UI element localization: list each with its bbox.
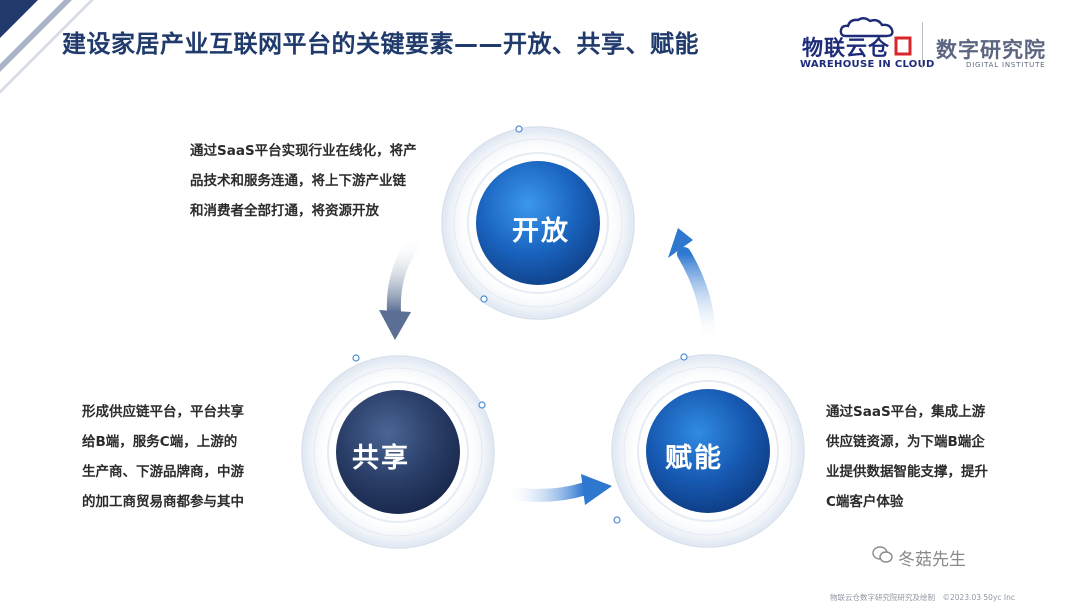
institute-logo: 数字研究院 DIGITAL INSTITUTE xyxy=(932,16,1072,74)
node-empower-description: 通过SaaS平台，集成上游 供应链资源，为下端B端企 业提供数据智能支撑，提升 … xyxy=(826,397,988,517)
cloud-icon xyxy=(839,17,894,38)
footer-credit: 物联云仓数字研究院研究及绘制 ©2023.03 50yc Inc xyxy=(830,593,1015,602)
node-open xyxy=(441,125,635,320)
desc-line: 生产商、下游品牌商，中游 xyxy=(82,464,244,480)
node-empower xyxy=(611,353,805,548)
node-empower-label: 赋能 xyxy=(665,443,723,474)
wechat-icon xyxy=(872,546,893,563)
node-share-description: 形成供应链平台，平台共享 给B端，服务C端，上游的 生产商、下游品牌商，中游 的… xyxy=(82,397,244,517)
node-open-description: 通过SaaS平台实现行业在线化，将产 品技术和服务连通，将上下游产业链 和消费者… xyxy=(190,136,417,226)
desc-line: 通过SaaS平台实现行业在线化，将产 xyxy=(190,143,417,159)
desc-line: 的加工商贸易商都参与其中 xyxy=(82,494,244,510)
desc-line: 给B端，服务C端，上游的 xyxy=(82,434,238,450)
node-share-label: 共享 xyxy=(352,443,410,474)
desc-line: 通过SaaS平台，集成上游 xyxy=(826,404,986,420)
watermark-text: 冬菇先生 xyxy=(898,550,966,570)
corner-decoration xyxy=(0,0,94,94)
desc-line: 供应链资源，为下端B端企 xyxy=(826,434,985,450)
logo-box-icon xyxy=(894,36,912,56)
arrow-open-to-share xyxy=(379,231,425,340)
desc-line: 和消费者全部打通，将资源开放 xyxy=(190,203,379,219)
node-open-label: 开放 xyxy=(512,216,570,247)
desc-line: C端客户体验 xyxy=(826,494,904,510)
warehouse-logo: 物联云仓 WAREHOUSE IN CLOUD xyxy=(800,16,934,74)
logo-divider xyxy=(922,22,923,68)
page-title: 建设家居产业互联网平台的关键要素——开放、共享、赋能 xyxy=(62,30,699,58)
institute-logo-name: 数字研究院 xyxy=(936,38,1046,62)
arrow-share-to-empower xyxy=(498,474,612,505)
arrow-empower-to-open xyxy=(668,228,716,347)
desc-line: 形成供应链平台，平台共享 xyxy=(82,404,244,420)
warehouse-logo-name: 物联云仓 xyxy=(802,36,890,60)
desc-line: 业提供数据智能支撑，提升 xyxy=(826,464,988,480)
warehouse-logo-sub: WAREHOUSE IN CLOUD xyxy=(800,59,935,70)
institute-logo-sub: DIGITAL INSTITUTE xyxy=(966,61,1046,69)
desc-line: 品技术和服务连通，将上下游产业链 xyxy=(190,173,406,189)
node-share xyxy=(301,354,495,549)
